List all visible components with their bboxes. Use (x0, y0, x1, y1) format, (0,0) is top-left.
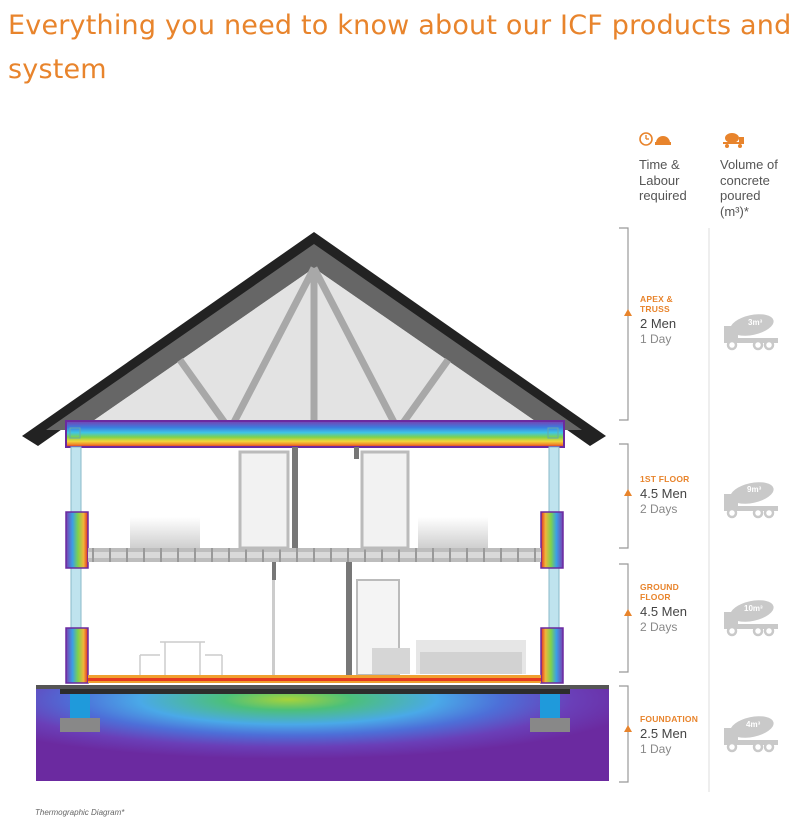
diagram-caption: Thermographic Diagram* (35, 808, 125, 817)
slab-tick (211, 548, 213, 562)
stage-men: 4.5 Men (640, 604, 687, 619)
slab-tick (109, 548, 111, 562)
time-labour-header: Time & Labour required (639, 157, 687, 203)
slab-tick (143, 548, 145, 562)
slab-tick (381, 548, 383, 562)
stage-men: 4.5 Men (640, 486, 687, 501)
volume-header: Volume of concrete poured (m³)* (720, 157, 778, 219)
stage-name: FOUNDATION (640, 714, 699, 724)
page-title: Everything you need to know about our IC… (8, 10, 792, 85)
truck-wheel (763, 741, 775, 753)
truck-wheel (726, 741, 738, 753)
truck-drum (730, 314, 774, 336)
stage-bracket (619, 685, 629, 783)
slab-tick (313, 548, 315, 562)
slab-tick (126, 548, 128, 562)
stage-name: APEX & TRUSS (640, 294, 673, 314)
slab-tick (517, 548, 519, 562)
stage-men: 2 Men (640, 316, 677, 331)
slab-tick (330, 548, 332, 562)
mixer-truck-icon (724, 716, 778, 753)
stage-bracket (619, 563, 629, 673)
stage-foundation: FOUNDATION 2.5 Men 1 Day (640, 714, 710, 757)
slab-tick (92, 548, 94, 562)
arrow-up-icon (624, 725, 632, 732)
stage-bracket (619, 227, 629, 421)
mixer-truck-icon (724, 600, 778, 637)
slab-tick (245, 548, 247, 562)
slab-tick (432, 548, 434, 562)
arrow-up-icon (624, 609, 632, 616)
truck-wheel (763, 507, 775, 519)
slab-tick (262, 548, 264, 562)
slab-tick (347, 548, 349, 562)
mixer-truck-icon (724, 482, 778, 519)
stage-name: 1st FLOOR (640, 474, 690, 484)
stage-days: 2 Days (640, 620, 678, 634)
slab-tick (228, 548, 230, 562)
truck-wheel (763, 625, 775, 637)
slab-tick (296, 548, 298, 562)
slab-tick (398, 548, 400, 562)
roof (22, 232, 606, 446)
truck-wheel (752, 741, 764, 753)
mixer-truck-icon (723, 133, 744, 148)
slab-tick (449, 548, 451, 562)
slab-tick (500, 548, 502, 562)
stage-ground-floor: GROUND FLOOR 4.5 Men 2 Days (640, 582, 688, 635)
stage-days: 2 Days (640, 502, 678, 516)
arrow-up-icon (624, 309, 632, 316)
first-floor-slab (65, 511, 564, 569)
truck-drum (730, 600, 774, 622)
slab-tick (177, 548, 179, 562)
foundation (36, 685, 609, 781)
slab-tick (483, 548, 485, 562)
slab-tick (415, 548, 417, 562)
slab-tick (160, 548, 162, 562)
truck-wheel (752, 625, 764, 637)
stage-volume-label: 4m³ (746, 720, 761, 729)
truck-wheel (726, 339, 738, 351)
truck-wheel (752, 339, 764, 351)
stage-volume-label: 3m³ (748, 318, 763, 327)
ground-floor-interior (65, 562, 564, 684)
stage-apex-truss: APEX & TRUSS 2 Men 1 Day (640, 294, 680, 347)
slab-tick (364, 548, 366, 562)
stage-first-floor: 1st FLOOR 4.5 Men 2 Days (640, 474, 700, 517)
truck-cab (724, 326, 738, 340)
truck-wheel (726, 625, 738, 637)
stage-volume-label: 10m³ (744, 604, 763, 613)
truck-drum (730, 482, 774, 504)
stage-name: GROUND FLOOR (640, 582, 679, 602)
truck-cab (724, 728, 738, 742)
clock-icon (639, 132, 653, 146)
slab-tick (194, 548, 196, 562)
truck-wheel (752, 507, 764, 519)
stage-volume-label: 9m³ (747, 485, 762, 494)
hard-hat-icon (655, 136, 671, 145)
slab-tick (466, 548, 468, 562)
truck-cab (724, 612, 738, 626)
slab-tick (534, 548, 536, 562)
stage-brackets (619, 227, 632, 783)
truck-chassis (724, 624, 778, 629)
stage-trucks (724, 314, 778, 753)
truck-chassis (724, 506, 778, 511)
truck-chassis (724, 338, 778, 343)
truck-wheel (726, 507, 738, 519)
mixer-truck-icon (724, 314, 778, 351)
stage-men: 2.5 Men (640, 726, 687, 741)
upper-floor-interior (130, 447, 488, 550)
truck-cab (724, 494, 738, 508)
stage-days: 1 Day (640, 742, 672, 756)
ceiling-beam (65, 420, 565, 448)
arrow-up-icon (624, 489, 632, 496)
truck-drum (730, 716, 774, 738)
slab-tick (279, 548, 281, 562)
stage-days: 1 Day (640, 332, 672, 346)
truck-chassis (724, 740, 778, 745)
truck-wheel (763, 339, 775, 351)
